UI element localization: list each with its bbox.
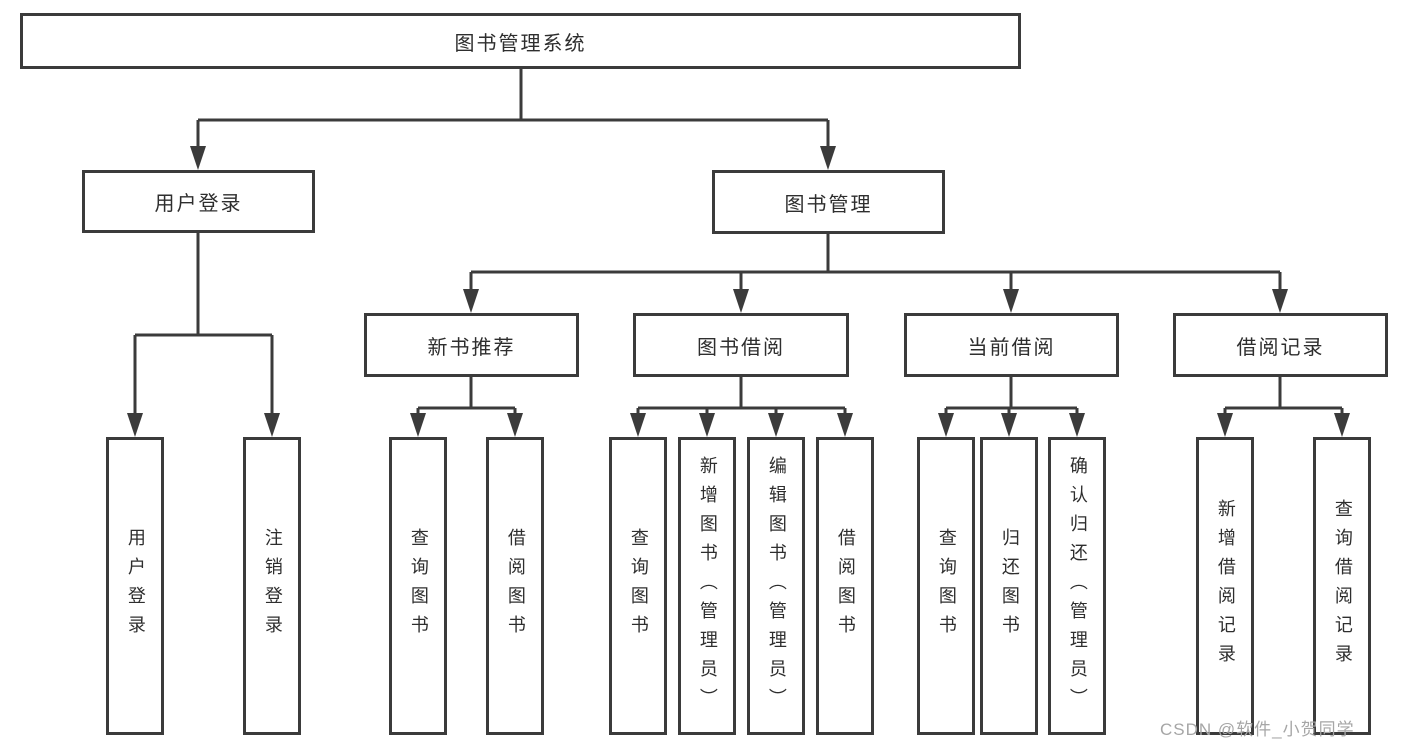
connector-root-to-level2 — [196, 69, 830, 154]
arrowhead-new-book — [463, 289, 479, 313]
node-user-login: 用户登录 — [82, 170, 315, 233]
node-current-borrow: 当前借阅 — [904, 313, 1119, 377]
arrowhead-br-query — [1334, 413, 1350, 437]
node-root-library-system: 图书管理系统 — [20, 13, 1021, 69]
arrowhead-leaf-user-login — [127, 413, 143, 437]
leaf-record-add-borrow-record: 新增借阅记录 — [1196, 437, 1254, 735]
leaf-borrow-borrow-books: 借阅图书 — [816, 437, 874, 735]
arrowhead-bb-borrow — [837, 413, 853, 437]
arrowhead-cb-confirm — [1069, 413, 1085, 437]
leaf-borrow-edit-book-admin: 编辑图书（管理员） — [747, 437, 805, 735]
connector-login-to-leaves — [133, 233, 274, 421]
arrowhead-user-login — [190, 146, 206, 170]
node-new-book-recommend: 新书推荐 — [364, 313, 579, 377]
connector-mgmt-to-level3 — [469, 234, 1282, 297]
arrowhead-br-add — [1217, 413, 1233, 437]
arrowhead-current-borrow — [1003, 289, 1019, 313]
arrowhead-book-management — [820, 146, 836, 170]
leaf-newbook-borrow-books: 借阅图书 — [486, 437, 544, 735]
leaf-borrow-add-book-admin: 新增图书（管理员） — [678, 437, 736, 735]
leaf-borrow-query-books: 查询图书 — [609, 437, 667, 735]
leaf-current-confirm-return-admin: 确认归还（管理员） — [1048, 437, 1106, 735]
arrowhead-bb-query — [630, 413, 646, 437]
leaf-newbook-query-books: 查询图书 — [389, 437, 447, 735]
connector-newbook-to-leaves — [416, 377, 517, 421]
connector-record-to-leaves — [1223, 377, 1344, 421]
leaf-record-query-borrow-record: 查询借阅记录 — [1313, 437, 1371, 735]
connector-borrow-to-leaves — [636, 377, 847, 421]
arrowhead-nb-query — [410, 413, 426, 437]
arrowhead-bb-add — [699, 413, 715, 437]
node-book-management: 图书管理 — [712, 170, 945, 234]
leaf-user-login: 用户登录 — [106, 437, 164, 735]
node-borrow-record: 借阅记录 — [1173, 313, 1388, 377]
arrowhead-cb-return — [1001, 413, 1017, 437]
arrowhead-borrow-record — [1272, 289, 1288, 313]
arrowhead-leaf-logout — [264, 413, 280, 437]
arrowhead-cb-query — [938, 413, 954, 437]
leaf-current-query-books: 查询图书 — [917, 437, 975, 735]
csdn-watermark: CSDN @软件_小贺同学 — [1160, 720, 1355, 739]
node-book-borrow: 图书借阅 — [633, 313, 849, 377]
arrowhead-bb-edit — [768, 413, 784, 437]
arrowhead-book-borrow — [733, 289, 749, 313]
leaf-current-return-book: 归还图书 — [980, 437, 1038, 735]
arrowhead-nb-borrow — [507, 413, 523, 437]
leaf-logout-login: 注销登录 — [243, 437, 301, 735]
